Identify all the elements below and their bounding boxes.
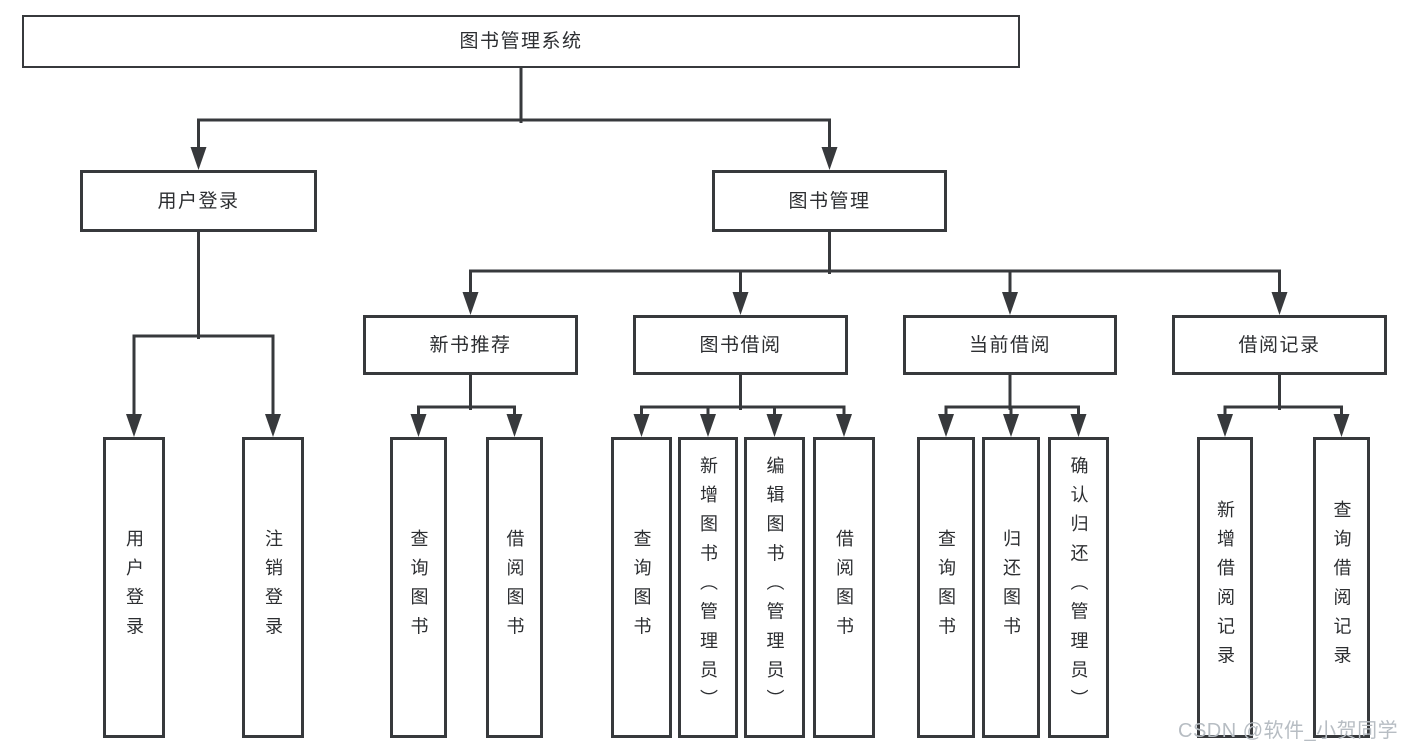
node-leaf-borrowing-edit-books-admin: 编辑图书（管理员） [744, 437, 805, 738]
node-label: 归还图书 [1001, 529, 1021, 646]
node-label: 图书管理 [788, 190, 871, 212]
node-library-system: 图书管理系统 [22, 15, 1020, 68]
node-label: 查询图书 [631, 529, 652, 646]
node-borrowing-records: 借阅记录 [1172, 315, 1387, 375]
node-label: 借阅记录 [1238, 334, 1321, 356]
node-label: 查询图书 [936, 529, 956, 646]
node-label: 新增借阅记录 [1215, 500, 1235, 675]
node-book-borrowing: 图书借阅 [633, 315, 848, 375]
node-current-borrowing: 当前借阅 [903, 315, 1117, 375]
node-label: 新增图书（管理员） [698, 456, 718, 719]
node-label: 借阅图书 [504, 529, 525, 646]
node-leaf-borrowing-borrow-books: 借阅图书 [813, 437, 875, 738]
node-leaf-newbooks-borrow-books: 借阅图书 [486, 437, 543, 738]
node-leaf-user-login: 用户登录 [103, 437, 165, 738]
node-leaf-records-search-record: 查询借阅记录 [1313, 437, 1370, 738]
node-book-management: 图书管理 [712, 170, 947, 232]
node-label: 查询借阅记录 [1331, 500, 1352, 675]
node-label: 查询图书 [408, 529, 429, 646]
node-label: 用户登录 [157, 190, 240, 212]
watermark-text: CSDN @软件_小贺同学 [1178, 720, 1399, 742]
node-leaf-records-add-record: 新增借阅记录 [1197, 437, 1253, 738]
node-label: 新书推荐 [429, 334, 512, 356]
node-leaf-current-search-books: 查询图书 [917, 437, 975, 738]
node-label: 图书管理系统 [459, 31, 583, 52]
node-label: 图书借阅 [699, 334, 782, 356]
node-leaf-current-return-books: 归还图书 [982, 437, 1040, 738]
node-label: 借阅图书 [834, 529, 854, 646]
node-leaf-logout: 注销登录 [242, 437, 304, 738]
node-leaf-newbooks-search-books: 查询图书 [390, 437, 447, 738]
node-leaf-current-confirm-return-admin: 确认归还（管理员） [1048, 437, 1109, 738]
node-new-book-recommendation: 新书推荐 [363, 315, 578, 375]
node-label: 确认归还（管理员） [1068, 456, 1089, 719]
node-label: 用户登录 [124, 529, 144, 646]
node-user-login: 用户登录 [80, 170, 317, 232]
node-label: 编辑图书（管理员） [764, 456, 785, 719]
node-label: 当前借阅 [968, 334, 1051, 356]
node-leaf-borrowing-add-books-admin: 新增图书（管理员） [678, 437, 738, 738]
node-leaf-borrowing-search-books: 查询图书 [611, 437, 672, 738]
node-label: 注销登录 [263, 529, 283, 646]
